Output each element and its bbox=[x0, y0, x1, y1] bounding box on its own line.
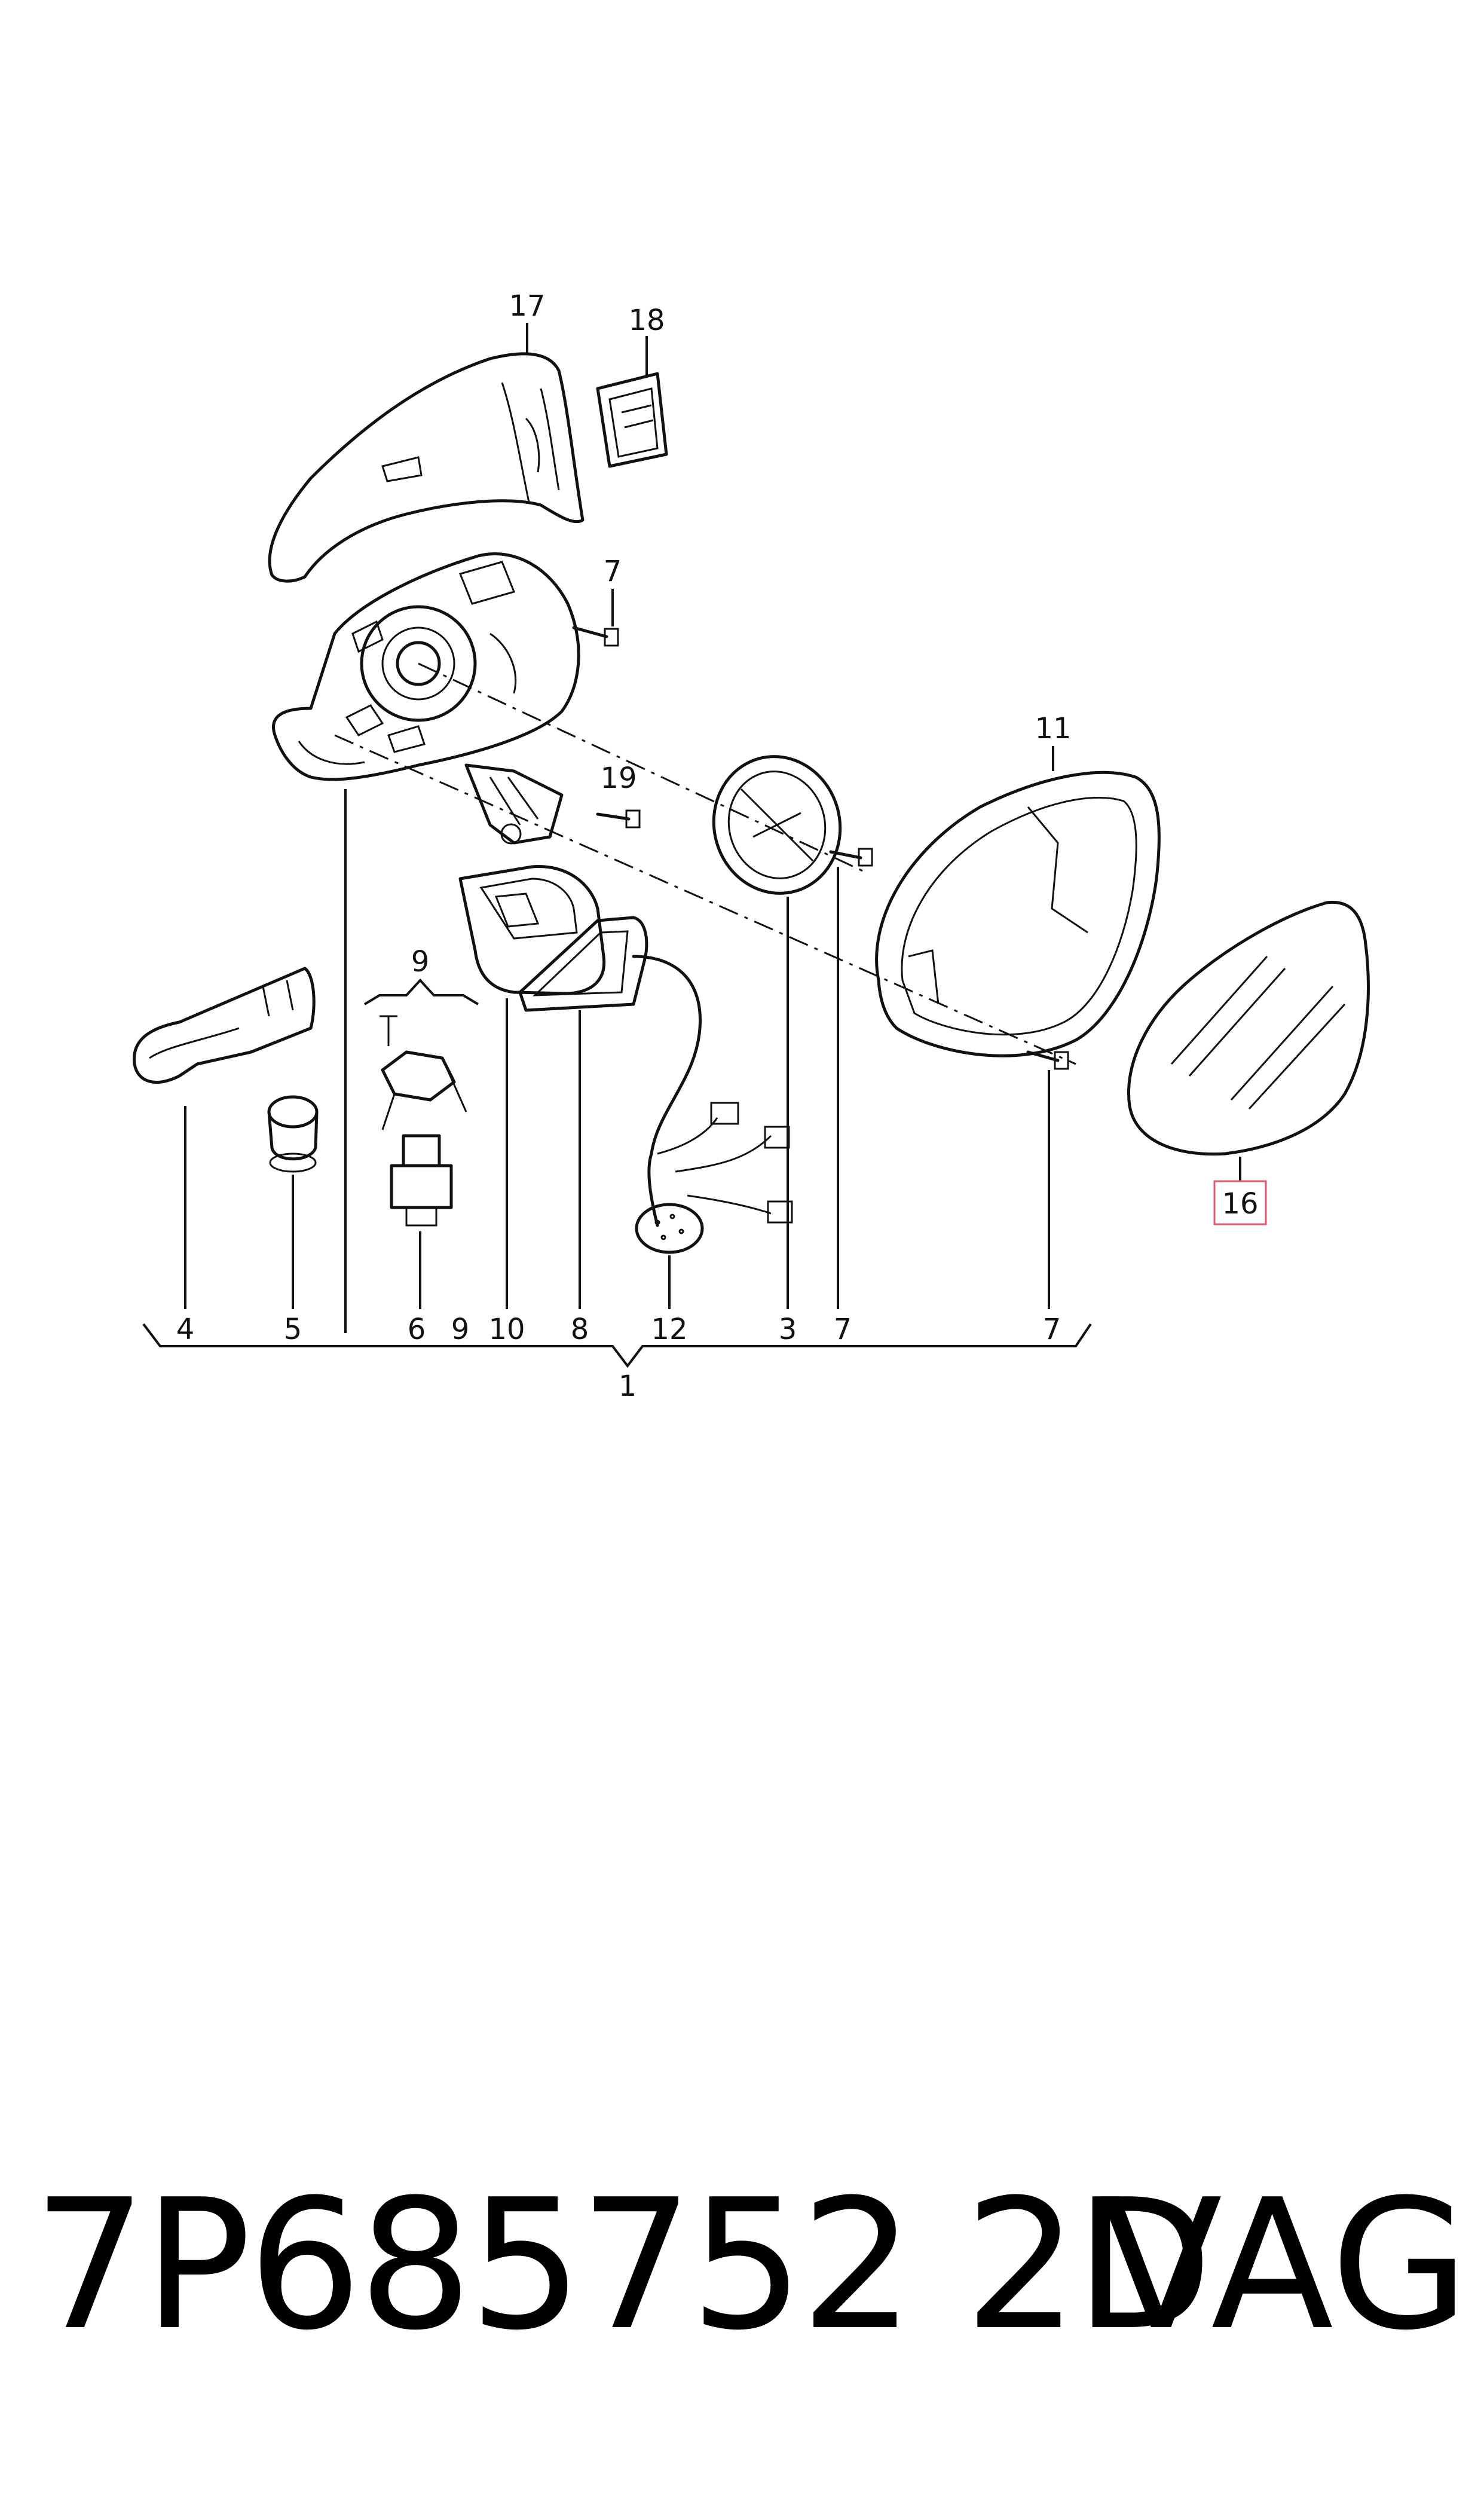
callout-5: 5 bbox=[284, 1313, 302, 1346]
callout-9-top: 9 bbox=[411, 945, 430, 979]
callout-10: 10 bbox=[488, 1313, 525, 1346]
callout-3: 3 bbox=[779, 1313, 797, 1346]
socket-part-6 bbox=[390, 1134, 453, 1227]
callout-4: 4 bbox=[176, 1313, 195, 1346]
callout-17: 17 bbox=[509, 289, 545, 323]
callout-7-bottom-a: 7 bbox=[834, 1313, 852, 1346]
mirror-actuator-part bbox=[712, 755, 842, 895]
screw-7-right bbox=[1026, 1050, 1069, 1070]
callout-8: 8 bbox=[571, 1313, 589, 1346]
part-number: 7P685752 2D bbox=[33, 2161, 1213, 2370]
callout-12: 12 bbox=[651, 1313, 687, 1346]
clip-part-18 bbox=[596, 372, 668, 468]
turn-signal-housing bbox=[458, 865, 606, 995]
callout-6: 6 bbox=[408, 1313, 426, 1346]
callout-19: 19 bbox=[600, 762, 637, 795]
callout-7-top: 7 bbox=[604, 555, 622, 588]
callout-16: 16 bbox=[1222, 1187, 1258, 1221]
bracket-part-9 bbox=[380, 1015, 467, 1130]
callout-18: 18 bbox=[628, 304, 665, 337]
mirror-cap-part bbox=[268, 352, 585, 583]
screw-7-actuator bbox=[829, 848, 873, 867]
assembly-brace bbox=[142, 1323, 1092, 1368]
mirror-glass-part bbox=[1127, 900, 1370, 1156]
mirror-base-part bbox=[272, 552, 580, 845]
callout-16-box bbox=[1213, 1180, 1267, 1225]
brand-name: VAG bbox=[1100, 2161, 1470, 2370]
mirror-housing-frame bbox=[875, 771, 1161, 1057]
screw-19 bbox=[596, 809, 641, 829]
callout-9-bottom: 9 bbox=[451, 1313, 470, 1346]
bulb-part-5 bbox=[267, 1095, 319, 1173]
wiring-harness-part bbox=[632, 955, 793, 1254]
seal-part-8 bbox=[518, 916, 648, 1012]
turn-signal-lens bbox=[132, 967, 316, 1084]
screw-7-top bbox=[572, 626, 619, 647]
callout-1: 1 bbox=[619, 1369, 637, 1403]
callout-7-bottom-b: 7 bbox=[1043, 1313, 1061, 1346]
callout-11: 11 bbox=[1035, 712, 1071, 745]
